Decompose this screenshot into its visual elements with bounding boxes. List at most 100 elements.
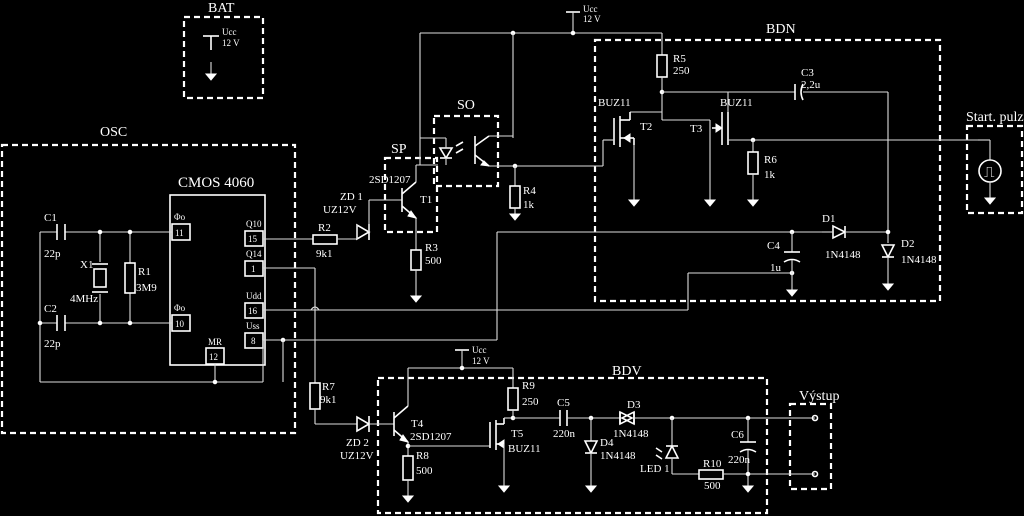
t4-value: 2SD1207 — [410, 431, 452, 443]
resistor-r9 — [507, 387, 519, 411]
c3-label: C3 — [801, 67, 814, 79]
ic-pin-12: 12 — [209, 352, 218, 362]
zd2-label: ZD 2 — [346, 437, 369, 449]
ic-phi-label: Φo — [174, 212, 186, 222]
c6-value: 220n — [728, 454, 751, 466]
ic-pin-8: 8 — [251, 336, 256, 346]
r4-label: R4 — [523, 185, 536, 197]
top-ucc-label: Ucc — [583, 4, 598, 14]
so-block — [432, 114, 500, 188]
r10-value: 500 — [704, 480, 721, 492]
output-title: Výstup — [799, 389, 839, 404]
resistor-r2 — [312, 234, 338, 245]
diode-d2 — [880, 244, 896, 259]
c5-value: 220n — [553, 428, 576, 440]
capacitor-c6 — [739, 441, 757, 453]
c4-value: 1u — [770, 262, 782, 274]
ic-pin-16: 16 — [248, 306, 258, 316]
r9-label: R9 — [522, 380, 535, 392]
output-terminal-bottom — [811, 470, 819, 478]
ic-mr-label: MR — [208, 337, 222, 347]
resistor-r1 — [124, 262, 136, 294]
mosfet-t3 — [712, 112, 729, 145]
x1-value: 4MHz — [70, 293, 98, 305]
zd2-value: UZ12V — [340, 450, 374, 462]
cmos-4060-ic — [169, 194, 266, 366]
t1-value: 2SD1207 — [369, 174, 411, 186]
c5-label: C5 — [557, 397, 570, 409]
r6-value: 1k — [764, 169, 776, 181]
d3-value: 1N4148 — [613, 428, 649, 440]
resistor-r6 — [747, 151, 759, 175]
c3-value: 2,2u — [801, 79, 821, 91]
zener-zd1 — [356, 223, 371, 241]
t3-label: T3 — [690, 123, 703, 135]
resistor-r3 — [410, 249, 422, 271]
mosfet-t2 — [613, 112, 635, 147]
t5-value: BUZ11 — [508, 443, 541, 455]
capacitor-c1 — [56, 224, 66, 240]
d1-label: D1 — [822, 213, 835, 225]
start-title: Start. pulz — [966, 110, 1024, 125]
resistor-r5 — [656, 54, 668, 78]
ic-phi-label-2: Φo — [174, 303, 186, 313]
t2-type: BUZ11 — [598, 97, 631, 109]
r5-label: R5 — [673, 53, 686, 65]
zener-zd2 — [356, 415, 371, 433]
top-12v-label: 12 V — [583, 14, 601, 24]
d1-value: 1N4148 — [825, 249, 861, 261]
r3-label: R3 — [425, 242, 438, 254]
transistor-t1 — [401, 181, 418, 219]
d4-label: D4 — [600, 437, 614, 449]
battery-supply-symbol — [203, 35, 219, 81]
bat-12v-label: 12 V — [222, 38, 240, 48]
t4-label: T4 — [411, 418, 424, 430]
bdv-12v-label: 12 V — [472, 356, 490, 366]
ic-pin-15: 15 — [248, 234, 258, 244]
t3-type: BUZ11 — [720, 97, 753, 109]
r10-label: R10 — [703, 458, 722, 470]
r9-value: 250 — [522, 396, 539, 408]
led-label: LED 1 — [640, 463, 670, 475]
r7-label: R7 — [322, 381, 335, 393]
x1-label: X1 — [80, 259, 93, 271]
diode-d1 — [832, 224, 847, 240]
pulse-icon: ⎍ — [984, 165, 995, 181]
resistor-r8 — [402, 455, 414, 481]
r3-value: 500 — [425, 255, 442, 267]
t5-label: T5 — [511, 428, 524, 440]
bat-ucc-label: Ucc — [222, 27, 237, 37]
output-block — [788, 402, 833, 491]
r6-label: R6 — [764, 154, 777, 166]
c2-value: 22p — [44, 338, 61, 350]
bdv-block — [376, 376, 769, 515]
c4-label: C4 — [767, 240, 780, 252]
c1-value: 22p — [44, 248, 61, 260]
ic-q14-label: Q14 — [246, 249, 262, 259]
mosfet-t5 — [489, 418, 505, 450]
crystal-x1 — [92, 263, 108, 293]
c2-label: C2 — [44, 303, 57, 315]
bdv-ucc-label: Ucc — [472, 345, 487, 355]
resistor-r7 — [309, 382, 321, 410]
ic-name: CMOS 4060 — [178, 175, 254, 191]
zd1-value: UZ12V — [323, 204, 357, 216]
d2-label: D2 — [901, 238, 914, 250]
diode-d3 — [619, 410, 635, 426]
output-terminal-top — [811, 414, 819, 422]
r8-value: 500 — [416, 465, 433, 477]
sp-title: SP — [391, 142, 407, 157]
r2-label: R2 — [318, 222, 331, 234]
ic-pin-10: 10 — [175, 319, 185, 329]
bat-title: BAT — [208, 1, 235, 16]
ic-pin-11: 11 — [175, 228, 184, 238]
start-block — [965, 124, 1024, 215]
d2-value: 1N4148 — [901, 254, 937, 266]
t1-label: T1 — [420, 194, 432, 206]
bdv-title: BDV — [612, 364, 642, 379]
zd1-label: ZD 1 — [340, 191, 363, 203]
r8-label: R8 — [416, 450, 429, 462]
r7-value: 9k1 — [320, 394, 337, 406]
diode-d4 — [583, 440, 599, 455]
